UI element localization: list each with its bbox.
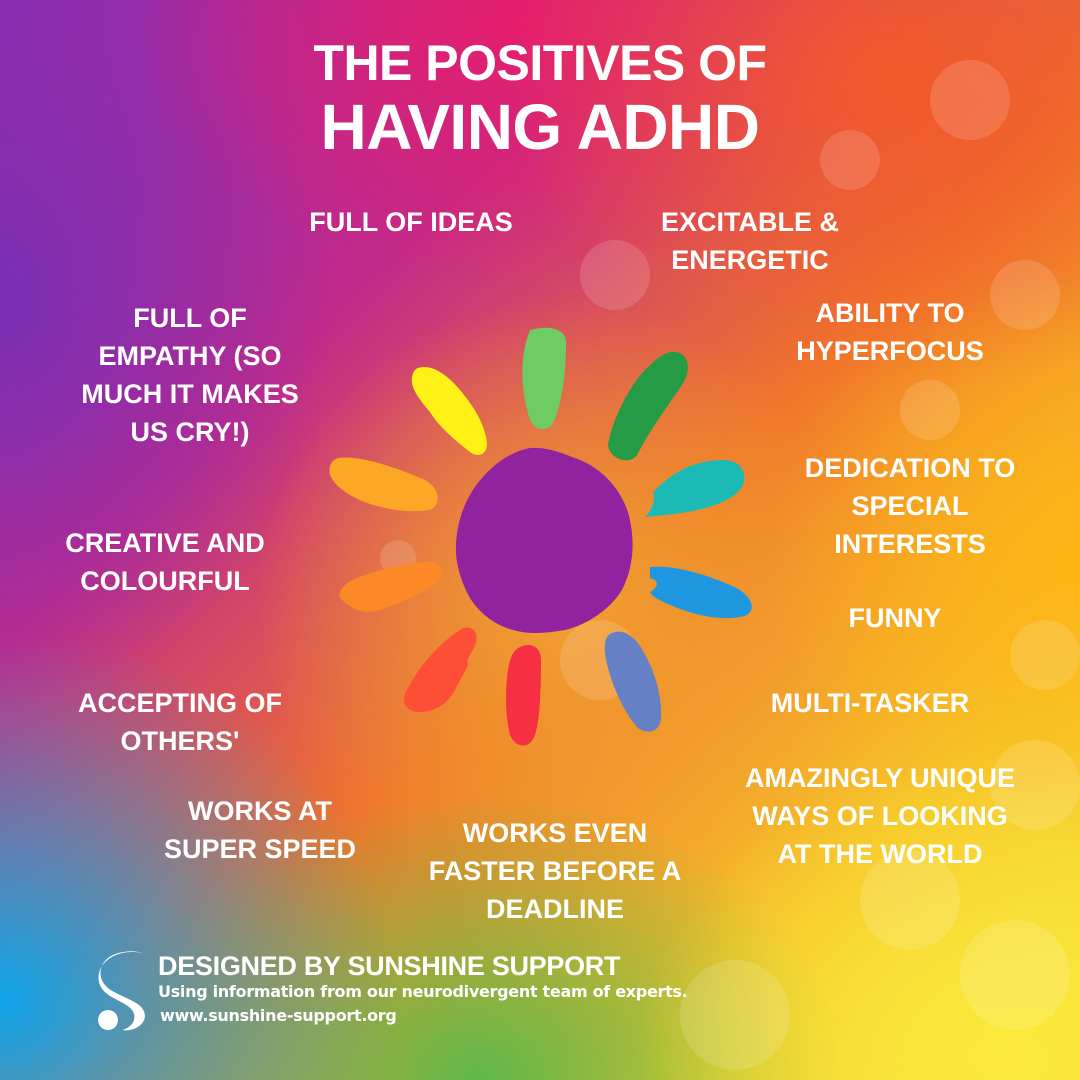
footer-subtitle: Using information from our neurodivergen…: [158, 982, 688, 1001]
petal-blue: [650, 566, 752, 619]
title-line-1: THE POSITIVES OF: [313, 35, 767, 91]
positive-empathy: FULL OF EMPATHY (SO MUCH IT MAKES US CRY…: [81, 303, 299, 447]
footer-title: DESIGNED BY SUNSHINE SUPPORT: [158, 951, 621, 981]
petal-light-green: [522, 327, 567, 430]
positive-funny: FUNNY: [848, 603, 942, 633]
sun-center: [455, 447, 633, 634]
positive-hyperfocus: ABILITY TO HYPERFOCUS: [796, 298, 984, 366]
petal-teal: [645, 460, 745, 517]
petal-dark-green: [608, 351, 688, 461]
petal-orange: [339, 562, 442, 612]
petal-red: [505, 644, 541, 746]
petal-yellow: [411, 366, 487, 455]
positive-unique-ways: AMAZINGLY UNIQUE WAYS OF LOOKING AT THE …: [744, 763, 1016, 869]
positive-multi-tasker: MULTI-TASKER: [770, 688, 970, 718]
footer-url[interactable]: www.sunshine-support.org: [160, 1006, 397, 1025]
positive-super-speed: WORKS AT SUPER SPEED: [163, 796, 357, 864]
bokeh-circle: [960, 920, 1070, 1030]
petal-slate-blue: [604, 631, 662, 732]
petal-amber: [329, 457, 438, 512]
positive-accepting: ACCEPTING OF OTHERS': [77, 688, 282, 756]
bokeh-circle: [820, 130, 880, 190]
bokeh-circle: [990, 740, 1080, 830]
title-line-2: HAVING ADHD: [320, 91, 760, 163]
bokeh-circle: [580, 240, 650, 310]
positive-excitable-energetic: EXCITABLE & ENERGETIC: [660, 207, 839, 275]
bokeh-circle: [990, 260, 1060, 330]
positive-full-of-ideas: FULL OF IDEAS: [309, 207, 513, 237]
bokeh-circle: [930, 60, 1010, 140]
positive-special-interests: DEDICATION TO SPECIAL INTERESTS: [804, 453, 1016, 559]
bokeh-circle: [900, 380, 960, 440]
bokeh-circle: [680, 960, 790, 1070]
bokeh-circle: [860, 850, 960, 950]
bokeh-circle: [1010, 620, 1080, 690]
positive-deadline: WORKS EVEN FASTER BEFORE A DEADLINE: [428, 818, 682, 924]
positive-creative-colourful: CREATIVE AND COLOURFUL: [65, 528, 265, 596]
petal-red-orange: [404, 627, 477, 712]
sunshine-support-logo-icon: [98, 951, 146, 1031]
